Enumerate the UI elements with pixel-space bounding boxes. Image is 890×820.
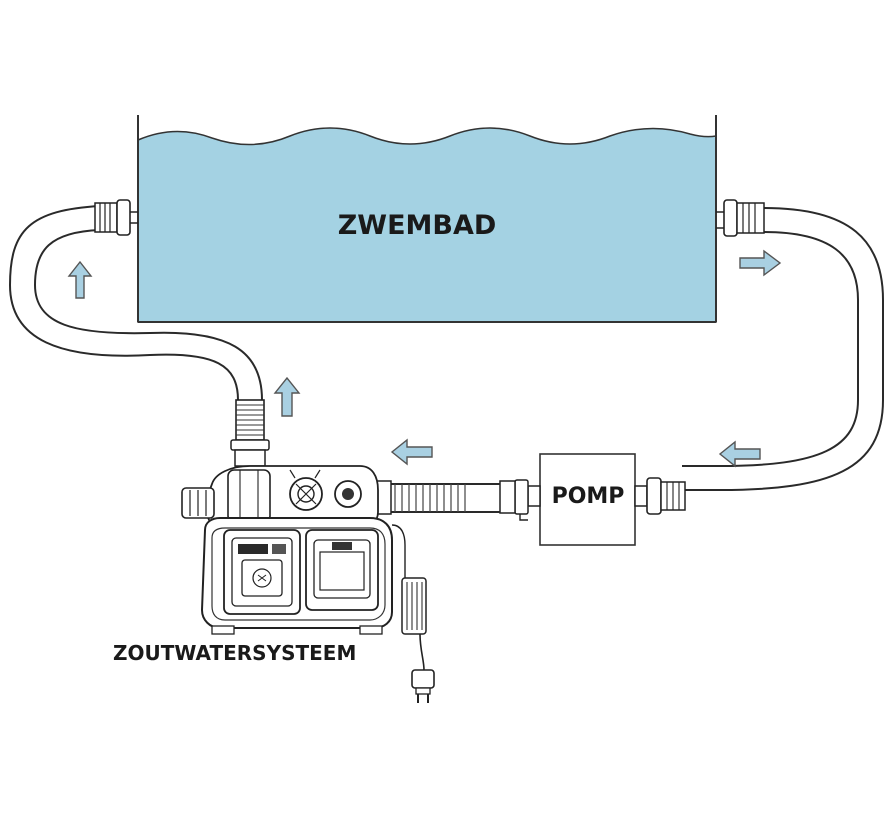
pool-water: [137, 127, 717, 323]
flow-arrow-left-pump: [390, 438, 433, 466]
flow-arrows: [67, 249, 782, 468]
flow-arrow-up-left: [67, 260, 93, 299]
pool-label: ZWEMBAD: [338, 210, 497, 241]
left-inlet-connector: [94, 199, 138, 236]
power-plug: [411, 669, 435, 689]
flow-arrow-up-riser: [273, 376, 301, 417]
return-hose-left: [8, 205, 263, 401]
flow-arrow-right-outlet: [739, 249, 782, 277]
salt-system-label: ZOUTWATERSYSTEEM: [113, 641, 356, 665]
right-outlet-connector: [716, 199, 765, 237]
outlet-hose-right: [682, 207, 884, 491]
salt-water-system: ZOUTWATERSYSTEEM: [113, 465, 435, 703]
salt-riser-hose: [230, 399, 270, 467]
pump-unit: POMP: [499, 453, 686, 546]
flow-arrow-left-return: [718, 440, 761, 468]
pool-tank: ZWEMBAD: [137, 115, 717, 323]
cable-bundle: [401, 577, 427, 635]
pump-label: POMP: [552, 484, 625, 509]
pump-to-salt-hose: [374, 480, 500, 515]
